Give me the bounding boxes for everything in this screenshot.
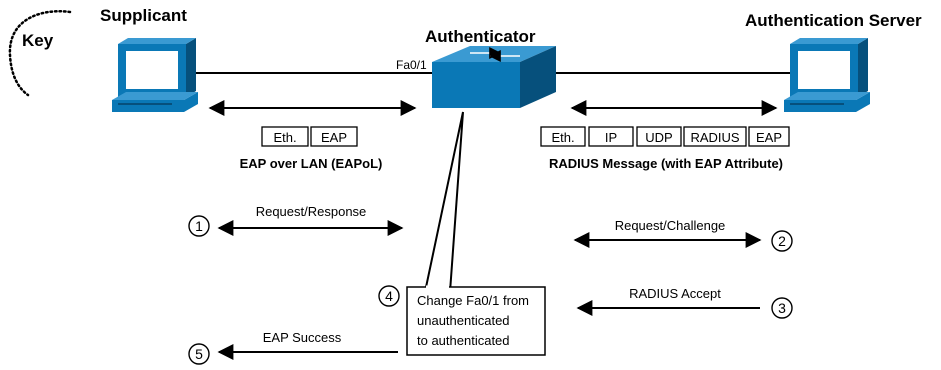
server-title: Authentication Server bbox=[745, 11, 922, 30]
step-5-number: 5 bbox=[195, 346, 203, 362]
step-2-number: 2 bbox=[778, 233, 786, 249]
step-4-line-3: to authenticated bbox=[417, 333, 510, 348]
step-1-label: Request/Response bbox=[256, 204, 367, 219]
port-label: Fa0/1 bbox=[396, 58, 427, 72]
step-4-line-1: Change Fa0/1 from bbox=[417, 293, 529, 308]
step-4-line-2: unauthenticated bbox=[417, 313, 510, 328]
radius-field-udp: UDP bbox=[645, 130, 672, 145]
step-1-circle bbox=[188, 215, 210, 237]
step-5-circle bbox=[188, 343, 210, 365]
step-1-number: 1 bbox=[195, 218, 203, 234]
radius-field-eap: EAP bbox=[756, 130, 782, 145]
callout-pointer bbox=[423, 111, 464, 293]
step-4-circle bbox=[378, 285, 400, 307]
server-pc-icon bbox=[784, 38, 870, 112]
key-dotted-arc bbox=[8, 10, 72, 97]
key-label: Key bbox=[22, 31, 54, 50]
step-4-box bbox=[406, 286, 546, 356]
switch-icon bbox=[432, 46, 556, 108]
step-3-label: RADIUS Accept bbox=[629, 286, 721, 301]
eapol-field-eth: Eth. bbox=[273, 130, 296, 145]
radius-frame: Eth. IP UDP RADIUS EAP bbox=[540, 126, 790, 147]
step-3-number: 3 bbox=[778, 300, 786, 316]
eapol-field-eap: EAP bbox=[321, 130, 347, 145]
step-3-circle bbox=[771, 297, 793, 319]
eapol-caption: EAP over LAN (EAPoL) bbox=[240, 156, 383, 171]
radius-caption: RADIUS Message (with EAP Attribute) bbox=[549, 156, 783, 171]
radius-field-radius: RADIUS bbox=[690, 130, 739, 145]
eapol-frame: Eth. EAP bbox=[261, 126, 358, 147]
step-2-circle bbox=[771, 230, 793, 252]
step-5-label: EAP Success bbox=[263, 330, 342, 345]
authenticator-title: Authenticator bbox=[425, 27, 536, 46]
step-2-label: Request/Challenge bbox=[615, 218, 726, 233]
radius-field-ip: IP bbox=[605, 130, 617, 145]
radius-field-eth: Eth. bbox=[551, 130, 574, 145]
supplicant-title: Supplicant bbox=[100, 6, 187, 25]
supplicant-pc-icon bbox=[112, 38, 198, 112]
step-4-number: 4 bbox=[385, 288, 393, 304]
